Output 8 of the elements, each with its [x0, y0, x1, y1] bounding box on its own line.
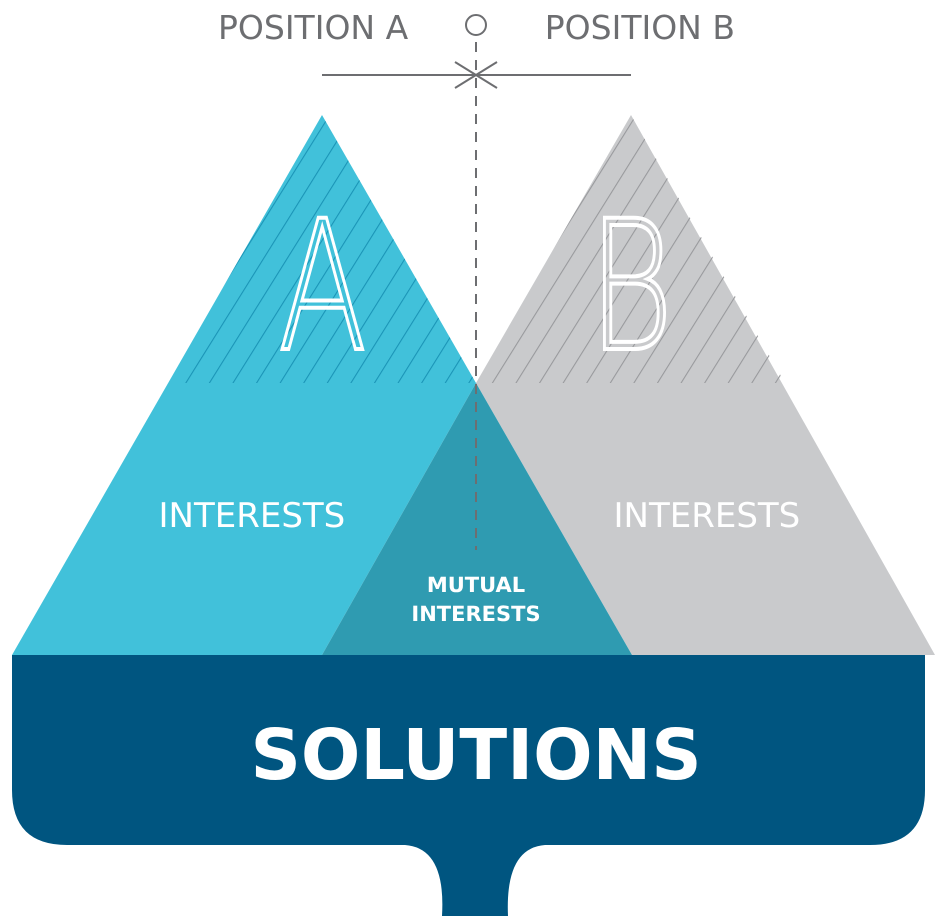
position-label: POSITION B: [544, 10, 735, 44]
solutions-label: SOLUTIONS: [250, 716, 702, 794]
mutual-interests-label: MUTUAL INTERESTS: [410, 572, 542, 628]
letter-label: B: [588, 216, 674, 360]
solutions-funnel: [12, 655, 925, 916]
interests-label: INTERESTS: [158, 498, 346, 535]
position-label: POSITION A: [218, 10, 408, 44]
letter-label: A: [278, 216, 366, 360]
